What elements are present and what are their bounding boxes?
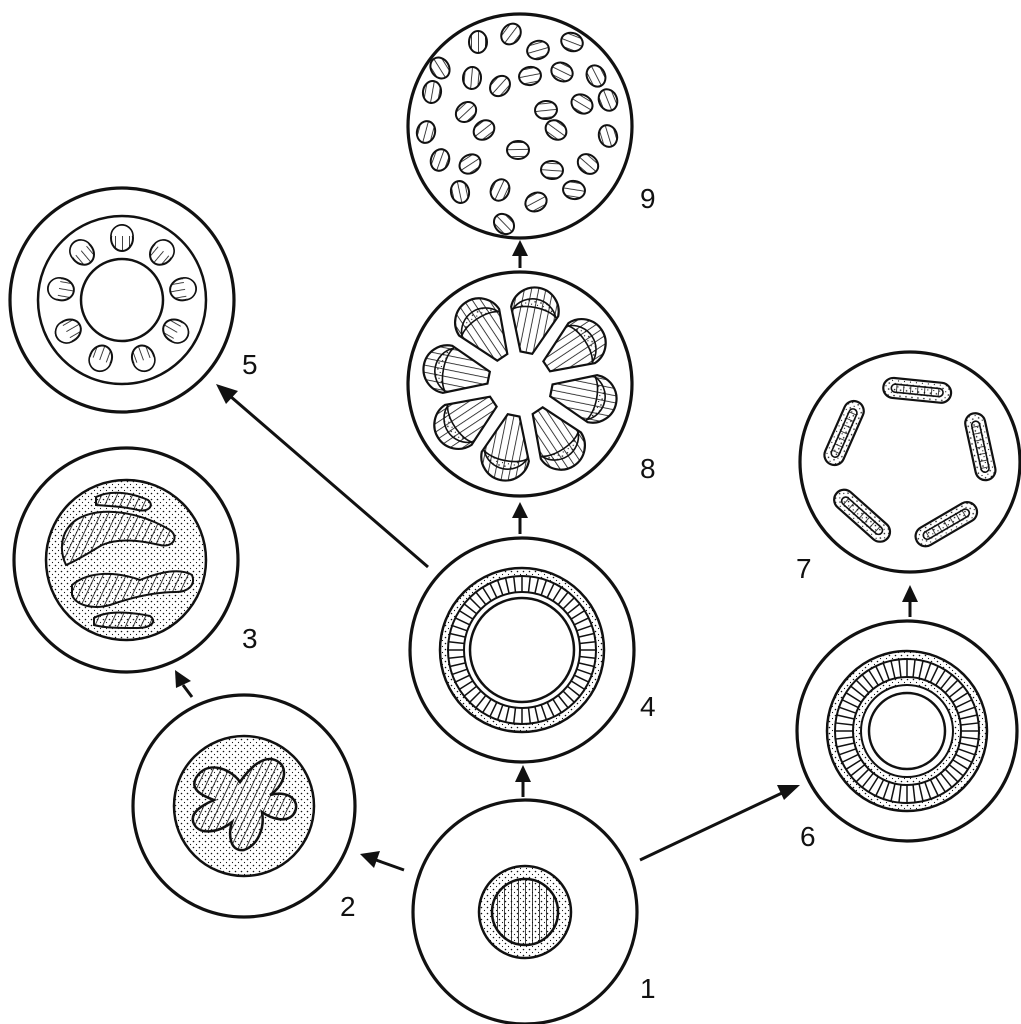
stage-9-label: 9 bbox=[640, 183, 656, 214]
arrow-1-to-6 bbox=[640, 785, 800, 860]
stage-4-label: 4 bbox=[640, 691, 656, 722]
stage-5-eustele bbox=[10, 188, 234, 412]
stage-6-label: 6 bbox=[800, 821, 816, 852]
stage-2-label: 2 bbox=[340, 891, 356, 922]
stage-7-label: 7 bbox=[796, 553, 812, 584]
vascular-bundle bbox=[111, 225, 133, 251]
scattered-bundle bbox=[540, 160, 563, 179]
stage-1-protostele bbox=[413, 800, 637, 1024]
stage-9-atactostele bbox=[408, 14, 632, 238]
arrow-1-to-4 bbox=[515, 765, 531, 797]
stage-5-label: 5 bbox=[242, 349, 258, 380]
stage-8-label: 8 bbox=[640, 453, 656, 484]
arrow-2-to-3 bbox=[175, 670, 192, 697]
stage-2-actinostele bbox=[133, 695, 355, 917]
scattered-bundle bbox=[507, 141, 529, 159]
arrow-8-to-9 bbox=[512, 240, 528, 268]
stage-4-siphonostele bbox=[410, 538, 634, 762]
scattered-bundle bbox=[469, 31, 487, 53]
arrow-4-to-8 bbox=[512, 502, 528, 534]
arrow-1-to-2 bbox=[360, 851, 404, 870]
stage-3-plectostele bbox=[14, 448, 238, 672]
arrow-6-to-7 bbox=[902, 585, 918, 617]
stage-1-label: 1 bbox=[640, 973, 656, 1004]
stage-6-amphiphloic-siphonostele bbox=[797, 621, 1017, 841]
arrow-4-to-5 bbox=[216, 384, 428, 567]
stage-8-eustele bbox=[408, 272, 632, 496]
stage-3-label: 3 bbox=[242, 623, 258, 654]
stage-7-dictyostele bbox=[800, 352, 1020, 572]
scattered-bundle bbox=[462, 66, 482, 89]
